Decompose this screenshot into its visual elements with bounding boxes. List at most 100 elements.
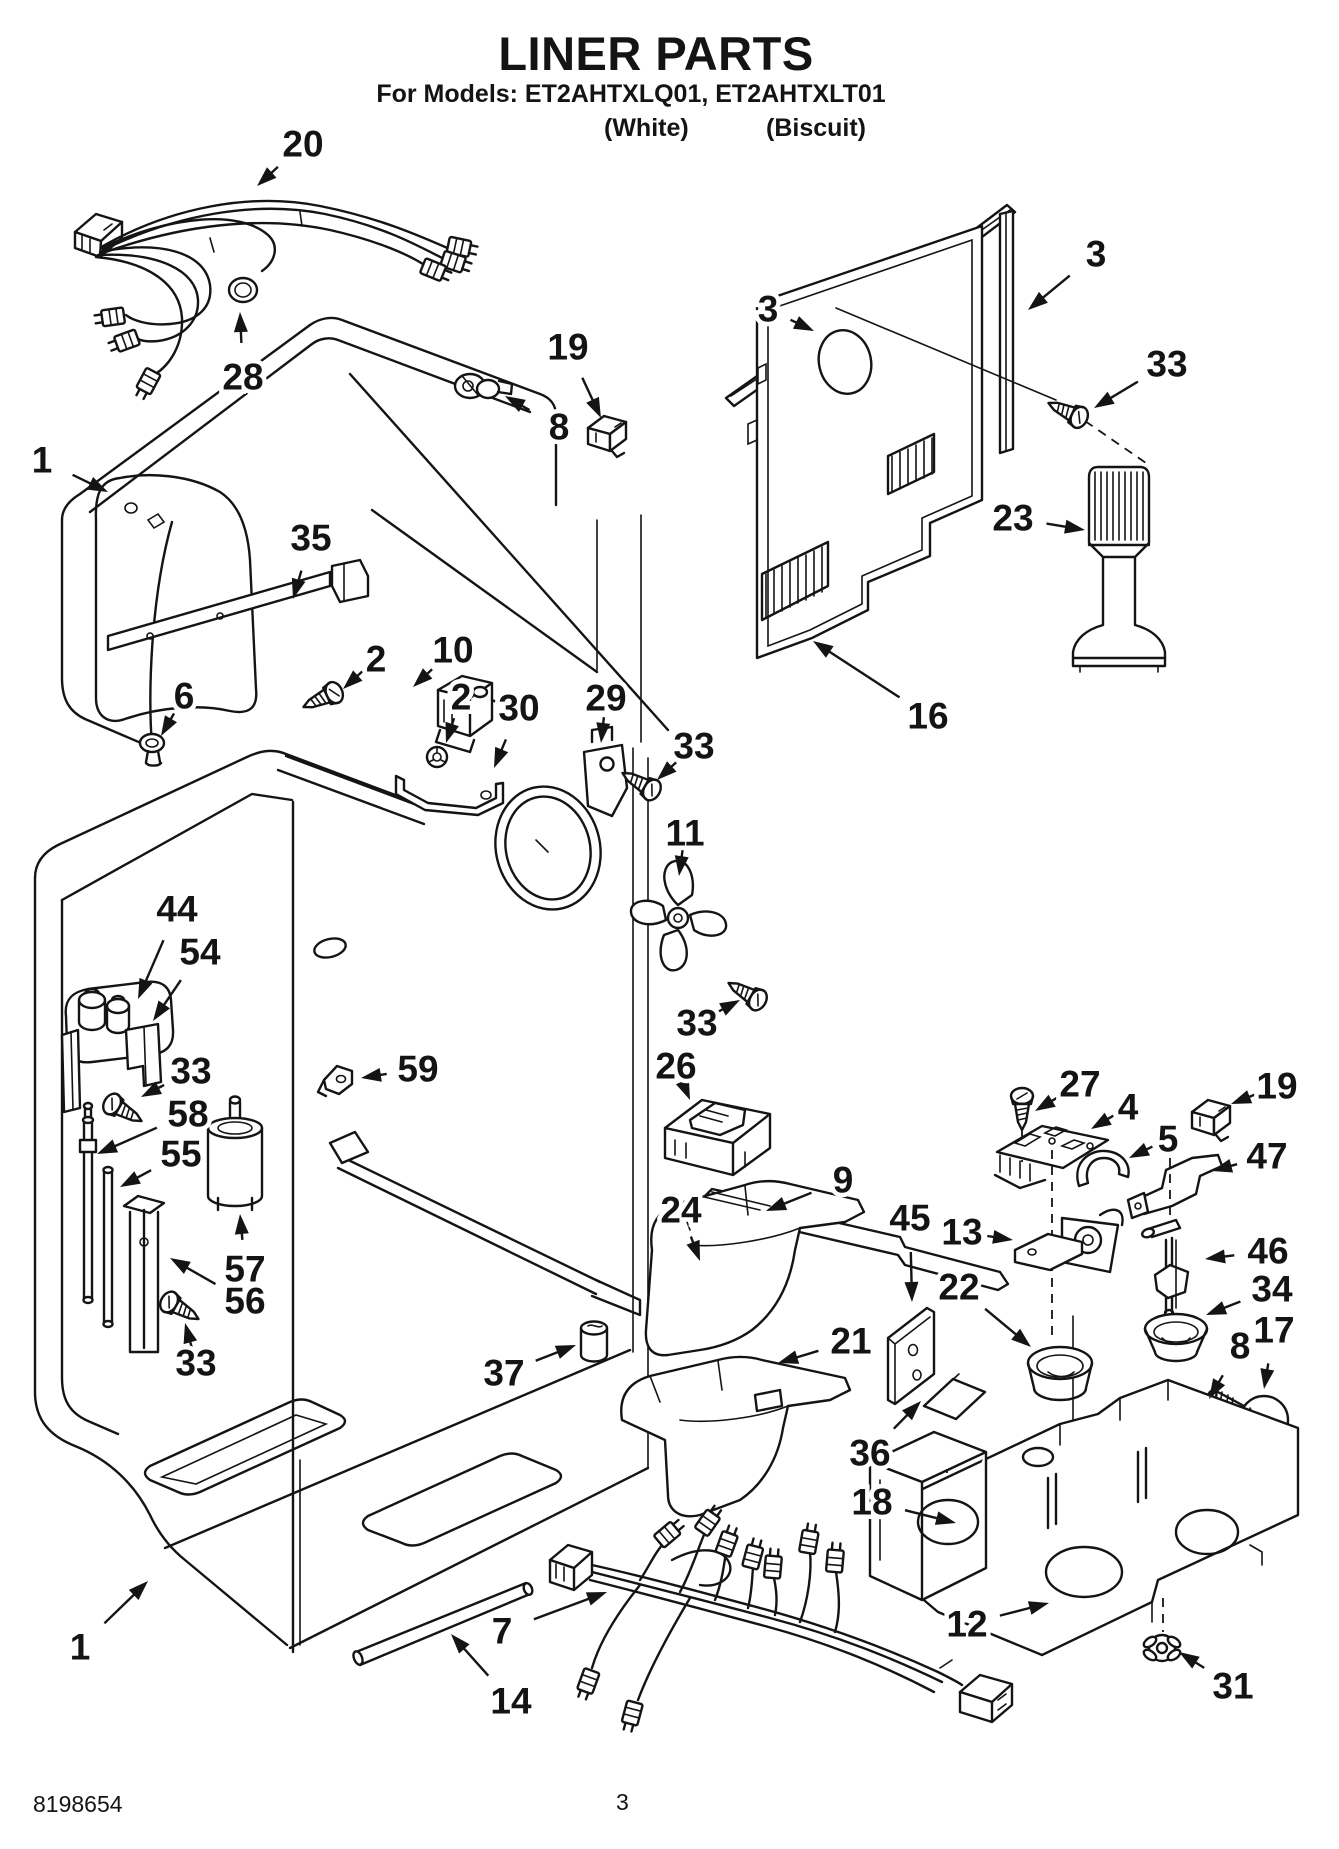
callout-arrowhead-30 xyxy=(494,746,509,768)
callout-arrowhead-46 xyxy=(1205,1249,1226,1264)
callout-label-4-26: 4 xyxy=(1118,1087,1139,1128)
right-parts-art xyxy=(993,1086,1232,1342)
callout-label-1-9: 1 xyxy=(32,440,53,481)
callout-arrowhead-33 xyxy=(1094,391,1115,408)
callout-label-9-21: 9 xyxy=(833,1160,854,1201)
callout-label-11-18: 11 xyxy=(665,813,704,854)
top-wiring-harness-art xyxy=(73,199,480,402)
callout-arrowhead-8 xyxy=(505,396,526,412)
callout-arrowhead-29 xyxy=(596,722,611,743)
callout-label-18-37: 18 xyxy=(851,1482,892,1523)
callout-label-6-11: 6 xyxy=(174,676,195,717)
callout-label-28-1: 28 xyxy=(222,357,263,398)
callout-label-33-6: 33 xyxy=(1146,344,1187,385)
callout-label-47-29: 47 xyxy=(1246,1136,1287,1177)
diagram-title: LINER PARTS xyxy=(498,27,814,80)
callout-arrowhead-17 xyxy=(1260,1368,1275,1389)
callout-arrowhead-45 xyxy=(904,1281,919,1302)
callout-arrowhead-59 xyxy=(361,1068,382,1082)
callout-label-36-36: 36 xyxy=(849,1433,890,1474)
callout-label-10-13: 10 xyxy=(432,630,473,671)
callout-label-1-52: 1 xyxy=(70,1627,91,1668)
callout-label-5-28: 5 xyxy=(1158,1119,1179,1160)
models-line: For Models: ET2AHTXLQ01, ET2AHTXLT01 xyxy=(376,80,886,108)
callout-label-26-20: 26 xyxy=(655,1046,696,1087)
callout-label-17-32: 17 xyxy=(1253,1310,1294,1351)
callout-label-37-49: 37 xyxy=(483,1353,524,1394)
callout-arrowhead-5 xyxy=(1129,1142,1150,1158)
bottom-harness-art xyxy=(352,1502,1014,1734)
callout-arrowhead-26 xyxy=(675,1078,690,1100)
callout-label-33-42: 33 xyxy=(170,1051,211,1092)
callout-label-2-14: 2 xyxy=(451,677,472,718)
rear-panel-art xyxy=(724,203,1167,673)
callout-arrowhead-18 xyxy=(934,1511,956,1525)
callout-label-7-50: 7 xyxy=(492,1611,513,1652)
callout-arrowhead-55 xyxy=(120,1171,141,1187)
left-parts-art xyxy=(60,980,354,1354)
callout-arrowhead-34 xyxy=(1206,1301,1228,1315)
callout-arrowhead-4 xyxy=(1091,1112,1112,1129)
callout-label-3-5: 3 xyxy=(1086,234,1107,275)
callout-arrowhead-2 xyxy=(343,670,363,689)
callout-arrowhead-21 xyxy=(778,1350,800,1364)
color-variant-biscuit: (Biscuit) xyxy=(766,114,866,142)
tray-art xyxy=(868,1378,1300,1663)
callout-label-14-51: 14 xyxy=(490,1681,532,1722)
lower-liner-art xyxy=(33,747,650,1654)
color-variant-white: (White) xyxy=(604,114,689,142)
callout-leader-14 xyxy=(459,1643,490,1677)
callout-label-13-24: 13 xyxy=(941,1212,982,1253)
callout-arrowhead-7 xyxy=(585,1592,607,1606)
callout-label-58-43: 58 xyxy=(167,1094,208,1135)
callout-label-56-46: 56 xyxy=(224,1281,265,1322)
callout-arrowhead-37 xyxy=(554,1345,576,1359)
callout-leader-33 xyxy=(1105,380,1139,402)
callout-label-23-7: 23 xyxy=(992,498,1033,539)
callout-label-29-16: 29 xyxy=(585,678,626,719)
upper-liner-art xyxy=(60,316,670,748)
callout-arrowhead-8 xyxy=(1209,1378,1226,1399)
callout-label-20-0: 20 xyxy=(282,124,323,165)
callout-arrowhead-33 xyxy=(183,1323,198,1345)
callout-arrowhead-31 xyxy=(1179,1652,1200,1669)
callout-arrowhead-1 xyxy=(128,1581,148,1600)
callout-label-45-23: 45 xyxy=(889,1198,930,1239)
callout-label-22-34: 22 xyxy=(938,1267,979,1308)
callout-arrowhead-6 xyxy=(161,715,177,736)
callout-arrowhead-24 xyxy=(686,1239,700,1261)
callout-arrowhead-3 xyxy=(792,316,814,331)
callout-arrowhead-3 xyxy=(1028,291,1048,310)
callout-arrowhead-9 xyxy=(766,1197,788,1211)
callout-arrowhead-1 xyxy=(86,477,108,492)
document-number: 8198654 xyxy=(33,1791,123,1817)
callout-arrowhead-58 xyxy=(97,1139,119,1154)
callout-label-21-35: 21 xyxy=(830,1321,871,1362)
callout-label-16-8: 16 xyxy=(907,696,948,737)
callout-label-27-25: 27 xyxy=(1059,1064,1100,1105)
callout-arrowhead-12 xyxy=(1027,1601,1049,1615)
callout-label-2-12: 2 xyxy=(366,639,387,680)
callout-arrowhead-19 xyxy=(586,396,601,418)
callout-label-33-19: 33 xyxy=(676,1003,717,1044)
callout-label-35-10: 35 xyxy=(290,518,331,559)
callout-arrowhead-19 xyxy=(1231,1090,1253,1104)
callout-arrowhead-33 xyxy=(141,1081,162,1097)
callout-arrowhead-33 xyxy=(657,761,677,780)
callout-label-54-41: 54 xyxy=(179,932,221,973)
callout-arrowhead-28 xyxy=(233,312,248,333)
callout-arrowhead-11 xyxy=(674,855,689,876)
callout-arrowhead-13 xyxy=(992,1230,1013,1244)
callout-label-12-38: 12 xyxy=(946,1604,987,1645)
callout-leader-7 xyxy=(533,1595,595,1621)
callout-label-3-4: 3 xyxy=(758,289,779,330)
callout-label-19-2: 19 xyxy=(547,327,588,368)
callout-arrowhead-23 xyxy=(1064,519,1085,534)
callout-leader-3 xyxy=(1038,274,1071,303)
callout-arrowhead-16 xyxy=(813,641,834,658)
callout-label-46-30: 46 xyxy=(1247,1231,1288,1272)
callout-arrowhead-36 xyxy=(902,1401,921,1421)
